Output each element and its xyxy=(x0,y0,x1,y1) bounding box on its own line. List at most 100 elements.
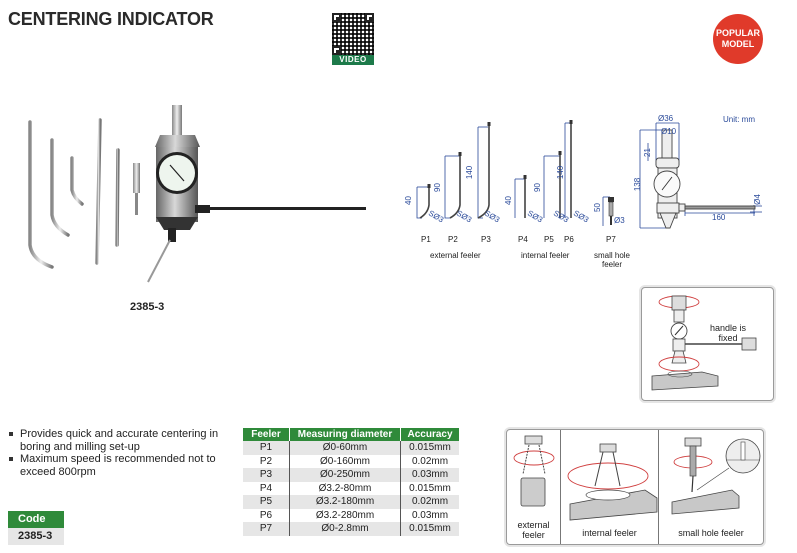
caption-external-feeler: external feeler xyxy=(507,520,560,540)
cell-diameter: Ø0-160mm xyxy=(289,454,401,468)
dim-arm-length: 160 xyxy=(712,213,726,222)
arm-clamp xyxy=(195,205,210,213)
cell-accuracy: 0.03mm xyxy=(400,508,459,522)
dim-p7-tip: Ø3 xyxy=(614,216,625,225)
feature-list: Provides quick and accurate centering in… xyxy=(8,428,238,478)
dim-p2-length: 90 xyxy=(432,183,442,192)
application-panel: external feeler internal feeler small ho… xyxy=(506,429,764,545)
cell-accuracy: 0.03mm xyxy=(400,468,459,482)
table-header-row: Feeler Measuring diameter Accuracy xyxy=(243,428,459,441)
unit-label: Unit: mm xyxy=(723,115,755,124)
feeler-stylus xyxy=(147,239,171,283)
cell-diameter: Ø0-250mm xyxy=(289,468,401,482)
code-box: Code 2385-3 xyxy=(8,511,64,545)
cell-accuracy: 0.02mm xyxy=(400,495,459,509)
cell-accuracy: 0.015mm xyxy=(400,441,459,455)
feeler-rod-medium-bent xyxy=(50,138,70,237)
video-label: VIDEO xyxy=(332,55,374,65)
feature-item: Provides quick and accurate centering in… xyxy=(8,428,238,453)
feeler-label-p1: P1 xyxy=(421,235,431,244)
spare-feelers xyxy=(28,118,120,269)
group-small-hole-line-1: small hole xyxy=(593,251,630,260)
shank xyxy=(172,105,182,135)
bottom-clamp xyxy=(156,217,198,230)
small-hole-feeler-illustration xyxy=(671,437,761,515)
dim-shank-length: 21 xyxy=(642,148,652,157)
feeler-rod-medium-straight xyxy=(115,148,120,247)
handle-fixed-panel: handle is fixed xyxy=(641,287,774,401)
feeler-rod-long-bent xyxy=(28,120,54,269)
dim-p6-length: 140 xyxy=(556,165,566,180)
badge-line-1: POPULAR xyxy=(715,28,760,38)
group-internal-feeler: internal feeler xyxy=(521,251,570,260)
feeler-label-p2: P2 xyxy=(448,235,458,244)
cell-feeler: P5 xyxy=(243,495,290,509)
badge-line-2: MODEL xyxy=(721,39,755,49)
handle-fixed-line-1: handle is xyxy=(709,323,747,333)
dim-p7-length: 50 xyxy=(592,203,602,212)
group-small-hole-feeler: small hole feeler xyxy=(592,251,632,269)
cell-accuracy: 0.015mm xyxy=(400,522,459,536)
cell-diameter: Ø0-60mm xyxy=(289,441,401,455)
header-feeler: Feeler xyxy=(243,428,290,441)
cell-diameter: Ø3.2-180mm xyxy=(289,495,401,509)
feeler-drawing xyxy=(416,120,614,226)
feeler-shapes xyxy=(419,121,572,219)
feeler-label-p5: P5 xyxy=(544,235,554,244)
header-measuring-diameter: Measuring diameter xyxy=(289,428,401,441)
body-drawing xyxy=(639,122,762,229)
feeler-rod-short-bent xyxy=(70,156,84,206)
cell-feeler: P2 xyxy=(243,454,290,468)
feeler-label-p3: P3 xyxy=(481,235,491,244)
caption-external-line-2: feeler xyxy=(522,530,545,540)
page-title: CENTERING INDICATOR xyxy=(8,9,214,29)
product-photo xyxy=(28,105,366,283)
external-feeler-illustration xyxy=(513,435,555,507)
dim-p1-length: 40 xyxy=(403,196,413,205)
cell-diameter: Ø3.2-80mm xyxy=(289,481,401,495)
feeler-rod-long-straight xyxy=(95,118,102,265)
dim-p5-length: 90 xyxy=(532,183,542,192)
dim-arm-diameter: Ø4 xyxy=(752,194,762,205)
cell-feeler: P6 xyxy=(243,508,290,522)
caption-external-line-1: external xyxy=(517,520,550,530)
cell-feeler: P3 xyxy=(243,468,290,482)
internal-feeler-illustration xyxy=(567,443,658,521)
dim-p4-length: 40 xyxy=(503,196,513,205)
header-accuracy: Accuracy xyxy=(400,428,459,441)
application-illustrations xyxy=(513,435,761,521)
handle-fixed-text: handle is fixed xyxy=(698,323,758,343)
video-qr-code[interactable]: VIDEO xyxy=(332,13,374,65)
handle-fixed-line-2: fixed xyxy=(718,333,738,343)
cell-feeler: P4 xyxy=(243,481,290,495)
code-header: Code xyxy=(8,511,64,528)
feeler-label-p6: P6 xyxy=(564,235,574,244)
group-external-feeler: external feeler xyxy=(430,251,481,260)
feeler-label-p7: P7 xyxy=(606,235,616,244)
dim-shank-diameter: Ø10 xyxy=(661,127,677,136)
caption-small-hole-feeler: small hole feeler xyxy=(678,528,744,538)
dim-top-diameter: Ø36 xyxy=(658,114,674,123)
product-code-label: 2385-3 xyxy=(130,301,165,313)
feature-item: Maximum speed is recommended not to exce… xyxy=(8,453,238,478)
cell-feeler: P7 xyxy=(243,522,290,536)
group-small-hole-line-2: feeler xyxy=(601,260,622,269)
small-hole-feeler xyxy=(133,163,140,193)
cell-diameter: Ø0-2.8mm xyxy=(289,522,401,536)
handle-fixed-illustration xyxy=(651,295,757,391)
code-value: 2385-3 xyxy=(8,528,64,545)
dim-body-height: 138 xyxy=(633,177,643,192)
cell-feeler: P1 xyxy=(243,441,290,455)
dim-p3-length: 140 xyxy=(465,165,475,180)
feeler-label-p4: P4 xyxy=(518,235,528,244)
qr-code-icon xyxy=(332,13,374,55)
cell-diameter: Ø3.2-280mm xyxy=(289,508,401,522)
